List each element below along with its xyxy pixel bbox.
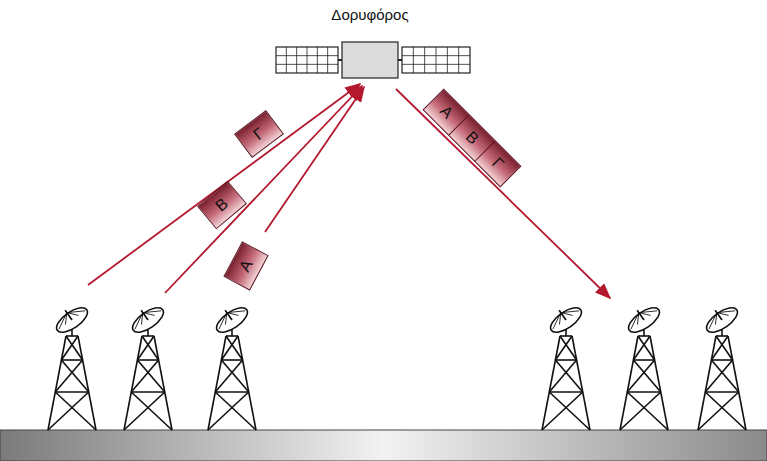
antenna-tower	[698, 300, 746, 430]
antenna-tower	[620, 300, 668, 430]
data-packet: Α	[223, 241, 268, 290]
satellite-name: Δορυφόρος	[331, 6, 408, 23]
data-packet: Β	[197, 181, 247, 230]
packet-letter: Α	[236, 257, 257, 275]
packet-letter: Γ	[250, 124, 268, 144]
packet-letter: Β	[212, 195, 232, 216]
packet-segment: Α	[424, 90, 469, 135]
packet-letter: Α	[436, 102, 456, 122]
satellite	[276, 42, 470, 78]
antenna-tower	[542, 300, 590, 430]
satellite-label: Δορυφόρος	[310, 6, 430, 36]
antenna-tower	[48, 300, 96, 430]
packet-segment: Γ	[475, 141, 520, 186]
data-packet: ΑΒΓ	[423, 89, 522, 188]
antenna-towers	[48, 300, 746, 430]
packet-segment: Β	[449, 115, 494, 160]
antenna-tower	[124, 300, 172, 430]
transmission-arrows	[88, 84, 610, 298]
antenna-tower	[208, 300, 256, 430]
packet-letter: Γ	[488, 154, 507, 173]
data-packet: Γ	[234, 110, 284, 158]
packet-letter: Β	[462, 128, 482, 148]
ground-bar	[0, 430, 767, 461]
